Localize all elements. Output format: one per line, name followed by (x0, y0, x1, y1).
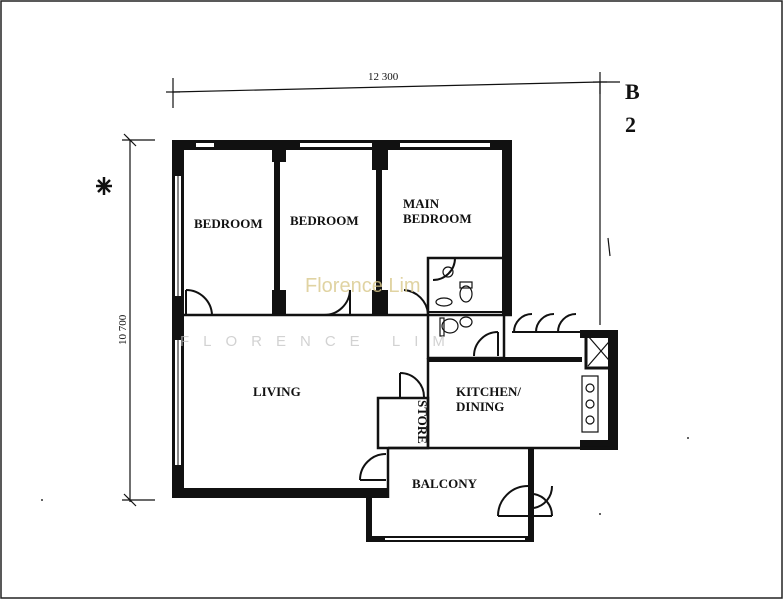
height-dimension-label: 10 700 (117, 314, 129, 345)
room-label-balcony: BALCONY (412, 476, 478, 491)
stove-icon (581, 375, 599, 433)
room-label-kitchen-line1: KITCHEN/ (456, 384, 521, 399)
interior-walls (184, 140, 610, 498)
width-dimension-label: 12 300 (368, 71, 399, 83)
block-number: 2 (625, 112, 636, 137)
bathroom-fixtures (435, 266, 473, 337)
room-label-store: STORE (415, 400, 430, 444)
watermark-spaced: FLORENCE LIM (180, 333, 459, 350)
refuse-chute-icon (584, 332, 618, 370)
height-dimension: 10 700 (117, 133, 155, 507)
scan-speck (599, 513, 601, 515)
room-label-bedroom-1: BEDROOM (194, 216, 263, 231)
block-letter: B (625, 79, 640, 104)
room-label-bedroom-2: BEDROOM (290, 213, 359, 228)
room-label-main-bedroom-line2: BEDROOM (403, 211, 472, 226)
width-dimension: 12 300 (166, 71, 620, 325)
room-label-main-bedroom-line1: MAIN (403, 196, 440, 211)
scan-speck (687, 437, 689, 439)
room-label-kitchen-line2: DINING (456, 399, 504, 414)
edge-tick (607, 237, 611, 257)
windows (175, 143, 525, 540)
doors (185, 257, 580, 517)
scan-speck (41, 499, 43, 501)
watermark-logo: Florence Lim (305, 275, 421, 297)
north-marker-icon (96, 177, 112, 195)
room-label-living: LIVING (253, 384, 301, 399)
